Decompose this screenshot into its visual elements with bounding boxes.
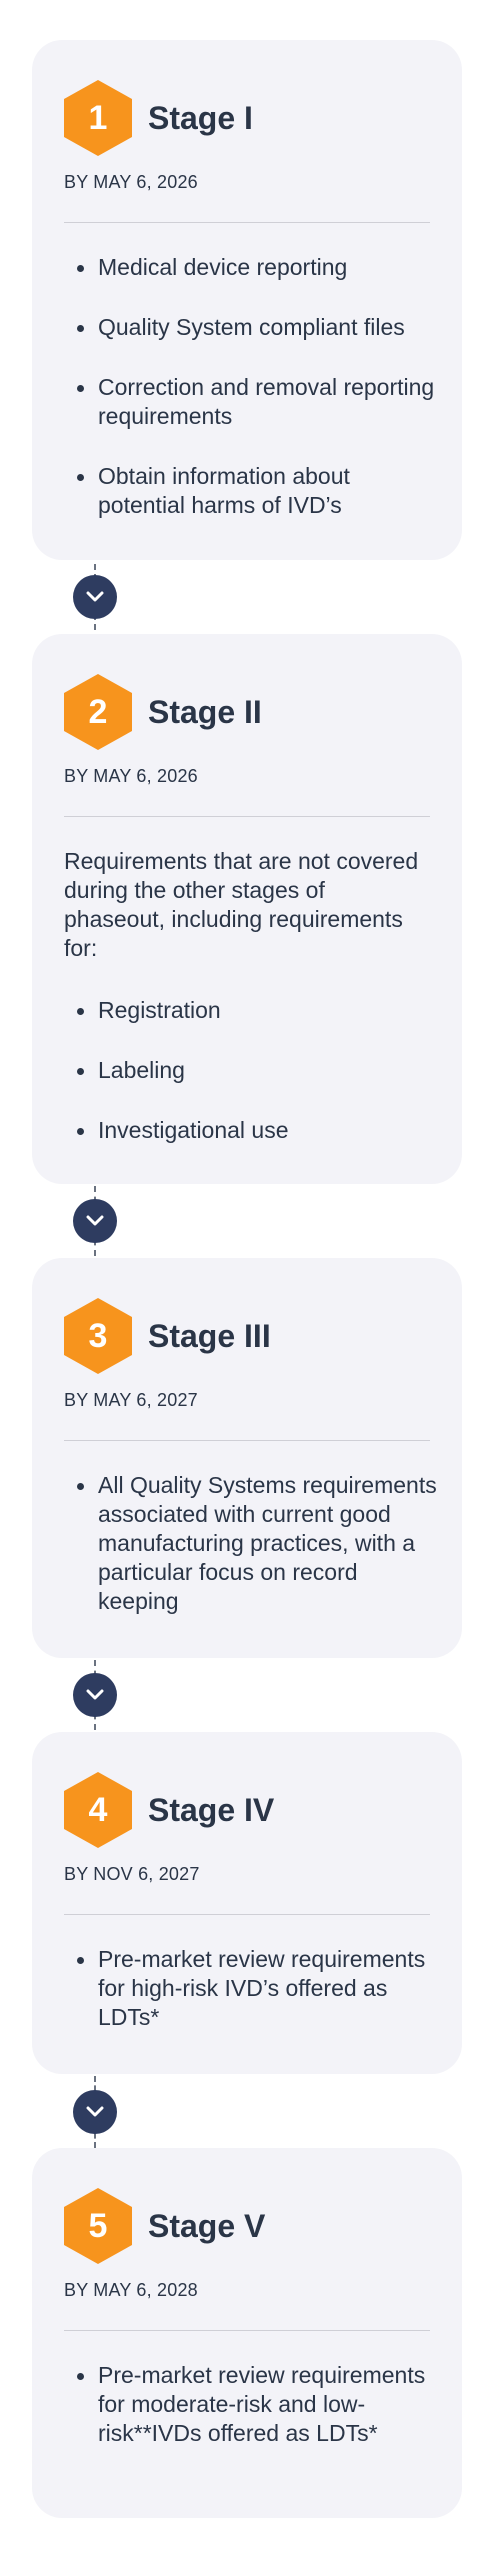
stage-requirements-list: Pre-market review requirements for moder…: [64, 2361, 438, 2479]
stage-requirements-list: Registration Labeling Investigational us…: [64, 996, 438, 1176]
chevron-down-icon: [73, 575, 117, 619]
stage-title: Stage IV: [148, 1791, 275, 1828]
list-item: Labeling: [64, 1056, 438, 1085]
list-item: Obtain information about potential harms…: [64, 462, 438, 520]
stage-header: 3 Stage III: [64, 1298, 271, 1374]
stage-title: Stage II: [148, 693, 262, 730]
hexagon-badge-icon: 3: [64, 1298, 132, 1374]
chevron-down-icon: [73, 2090, 117, 2134]
stage-date: BY MAY 6, 2026: [64, 172, 198, 192]
hexagon-badge-icon: 2: [64, 674, 132, 750]
stage-card-5: 5 Stage V BY MAY 6, 2028 Pre-market revi…: [32, 2148, 462, 2518]
stage-requirements-list: Medical device reporting Quality System …: [64, 253, 438, 551]
divider: [64, 1914, 430, 1915]
stage-header: 1 Stage I: [64, 80, 253, 156]
stage-date: BY MAY 6, 2027: [64, 1390, 198, 1410]
stage-date: BY NOV 6, 2027: [64, 1864, 200, 1884]
list-item: Investigational use: [64, 1116, 438, 1145]
stage-card-1: 1 Stage I BY MAY 6, 2026 Medical device …: [32, 40, 462, 560]
divider: [64, 816, 430, 817]
list-item: Correction and removal reporting require…: [64, 373, 438, 431]
stage-date: BY MAY 6, 2028: [64, 2280, 198, 2300]
chevron-down-icon: [73, 1673, 117, 1717]
divider: [64, 2330, 430, 2331]
stage-requirements-list: All Quality Systems requirements associa…: [64, 1471, 438, 1647]
stage-intro: Requirements that are not covered during…: [64, 848, 419, 961]
stage-card-2: 2 Stage II BY MAY 6, 2026 Requirements t…: [32, 634, 462, 1184]
list-item: Medical device reporting: [64, 253, 438, 282]
stage-title: Stage V: [148, 2207, 266, 2244]
stage-number: 3: [88, 1316, 108, 1355]
stage-connector: [73, 1660, 117, 1730]
chevron-down-icon: [73, 1199, 117, 1243]
list-item: All Quality Systems requirements associa…: [64, 1471, 438, 1616]
list-item: Pre-market review requirements for high-…: [64, 1945, 438, 2032]
stage-title: Stage III: [148, 1317, 271, 1354]
stage-number: 5: [88, 2206, 108, 2245]
stage-requirements-list: Pre-market review requirements for high-…: [64, 1945, 438, 2063]
stage-connector: [73, 564, 117, 630]
hexagon-badge-icon: 5: [64, 2188, 132, 2264]
divider: [64, 1440, 430, 1441]
stage-number: 2: [88, 692, 108, 731]
stage-number: 1: [88, 98, 108, 137]
list-item: Registration: [64, 996, 438, 1025]
stage-header: 4 Stage IV: [64, 1772, 274, 1848]
list-item: Pre-market review requirements for moder…: [64, 2361, 438, 2448]
stage-title: Stage I: [148, 99, 253, 136]
stage-connector: [73, 2076, 117, 2148]
divider: [64, 222, 430, 223]
hexagon-badge-icon: 4: [64, 1772, 132, 1848]
stage-card-4: 4 Stage IV BY NOV 6, 2027 Pre-market rev…: [32, 1732, 462, 2074]
hexagon-badge-icon: 1: [64, 80, 132, 156]
stage-number: 4: [88, 1790, 108, 1829]
stage-date: BY MAY 6, 2026: [64, 766, 198, 786]
stage-header: 5 Stage V: [64, 2188, 265, 2264]
list-item: Quality System compliant files: [64, 313, 438, 342]
stage-card-3: 3 Stage III BY MAY 6, 2027 All Quality S…: [32, 1258, 462, 1658]
stage-header: 2 Stage II: [64, 674, 262, 750]
stage-connector: [73, 1186, 117, 1256]
